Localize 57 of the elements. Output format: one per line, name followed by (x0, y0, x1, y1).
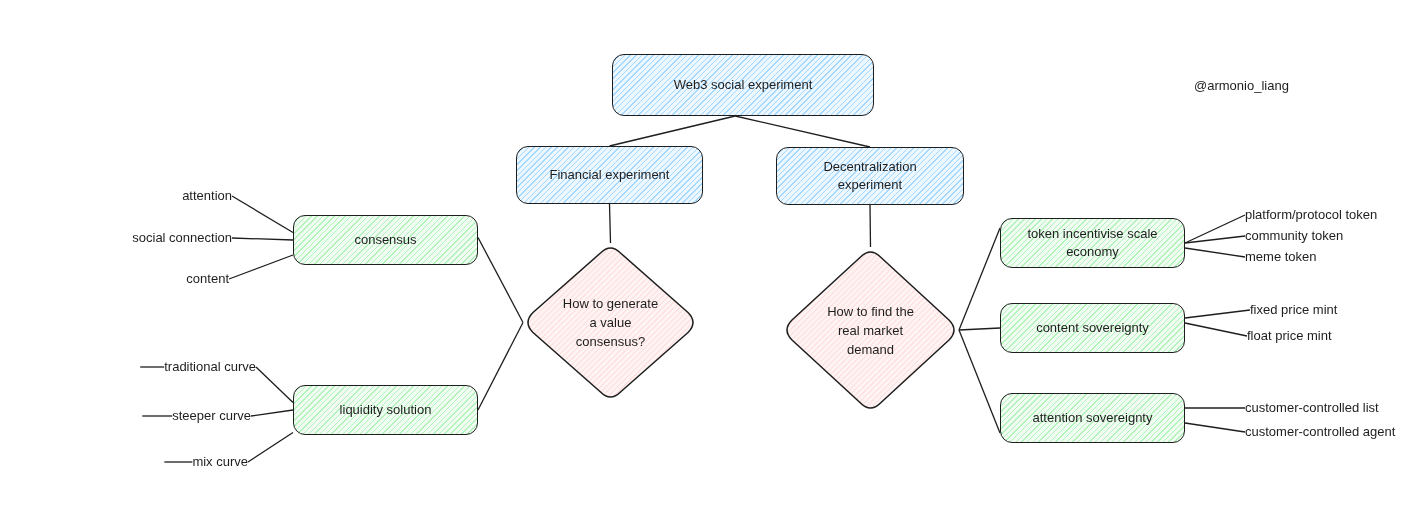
branch-text: community token (1245, 228, 1344, 244)
process-box (1000, 393, 1185, 443)
branch-text: customer-controlled agent (1245, 424, 1396, 440)
connector-line (1184, 422, 1246, 433)
connector-line (477, 236, 524, 324)
process-box (293, 385, 478, 435)
node-text: token incentivise scale economy (1026, 225, 1159, 261)
connector-line (141, 415, 173, 417)
node-text: liquidity solution (339, 401, 432, 419)
node-text: Financial experiment (549, 166, 670, 184)
connector-line (163, 461, 194, 463)
branch-text: attention (182, 188, 232, 204)
process-box (612, 54, 874, 116)
connector-line (734, 115, 871, 148)
node-text: Decentralization experiment (822, 158, 918, 194)
node-text: content sovereignty (1036, 319, 1149, 337)
connector-line (608, 115, 736, 147)
connector-line (958, 327, 1001, 331)
connector-line (958, 329, 1001, 434)
connector-line (255, 366, 294, 404)
connector-line (250, 409, 294, 417)
process-box (1000, 218, 1185, 268)
process-box (776, 147, 964, 205)
node-text: attention sovereignty (1032, 409, 1153, 427)
branch-text: steeper curve (172, 408, 251, 424)
branch-text: mix curve (192, 454, 248, 470)
connector-line (1184, 214, 1246, 244)
connector-line (958, 227, 1001, 331)
connector-line (1184, 407, 1246, 409)
connector-line (1184, 235, 1246, 244)
branch-text: customer-controlled list (1245, 400, 1379, 416)
connector-line (477, 321, 524, 411)
branch-text: social connection (132, 230, 232, 246)
node-text: How to generate a value consensus? (562, 295, 659, 351)
process-box (516, 146, 703, 204)
branch-text: float price mint (1247, 328, 1332, 344)
branch-text: meme token (1245, 249, 1317, 265)
process-box (293, 215, 478, 265)
node-text: consensus (354, 231, 417, 249)
connector-line (1184, 309, 1251, 319)
author-handle: @armonio_liang (1194, 78, 1289, 93)
connector-line (231, 195, 294, 234)
connector-line (1184, 247, 1246, 258)
connector-line (247, 431, 294, 463)
connector-line (139, 366, 165, 368)
connector-line (869, 204, 872, 248)
process-box (1000, 303, 1185, 353)
connector-line (228, 254, 294, 280)
branch-text: platform/protocol token (1245, 207, 1378, 223)
connector-line (1184, 322, 1248, 337)
branch-text: content (186, 271, 229, 287)
node-text: How to find the real market demand (826, 302, 915, 359)
connector-line (608, 203, 612, 244)
connector-line (231, 237, 294, 241)
branch-text: traditional curve (164, 359, 256, 375)
node-text: Web3 social experiment (673, 76, 813, 94)
branch-text: fixed price mint (1250, 302, 1338, 318)
